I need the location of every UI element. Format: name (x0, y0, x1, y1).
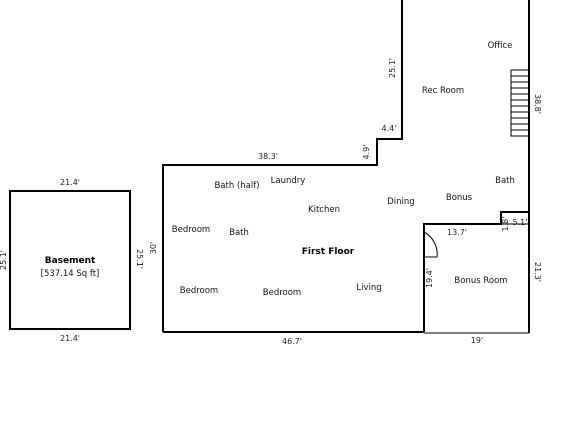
basement-dim-bottom: 21.4' (60, 334, 80, 343)
first-floor-outer-wall-left (162, 0, 403, 332)
first-floor-title: First Floor (302, 247, 355, 257)
basement-dim-right: 25.1' (135, 249, 144, 269)
room-bath-left: Bath (229, 228, 249, 238)
basement-dim-left: 25.1' (0, 250, 8, 270)
bonus-room-wall (423, 211, 529, 332)
dim-left-side: 30' (149, 242, 158, 254)
basement-dim-top: 21.4' (60, 178, 80, 187)
room-bonus-room: Bonus Room (454, 276, 507, 286)
room-bath-half: Bath (half) (214, 181, 259, 191)
dim-bonus-bottom: 19' (471, 336, 483, 345)
room-bedroom-bottom-left: Bedroom (180, 286, 218, 296)
room-laundry: Laundry (271, 176, 306, 186)
dim-step-vertical: 4.9' (362, 145, 371, 160)
dim-bonus-door-v: 19.4' (425, 268, 434, 288)
room-bonus: Bonus (446, 193, 473, 203)
room-dining: Dining (387, 197, 414, 207)
room-living: Living (356, 283, 381, 293)
dim-bath-small-h: 5.1' (513, 218, 528, 227)
dim-step-horizontal: 4.4' (382, 124, 397, 133)
room-office: Office (488, 41, 513, 51)
door-swing-arc (423, 231, 438, 258)
dim-bonus-top: 13.7' (447, 228, 467, 237)
room-rec-room: Rec Room (422, 86, 464, 96)
room-bedroom-left: Bedroom (172, 225, 210, 235)
dim-top-left: 38.3' (258, 152, 278, 161)
stairs-icon (510, 69, 530, 137)
dim-tower-left: 25.1' (388, 58, 397, 78)
dim-bath-small-v: 1.8' (501, 217, 510, 232)
room-bedroom-bottom-mid: Bedroom (263, 288, 301, 298)
room-bath-right: Bath (495, 176, 515, 186)
basement-area: [537.14 Sq ft] (41, 269, 100, 279)
dim-right-upper: 38.8' (533, 94, 542, 114)
room-kitchen: Kitchen (308, 205, 340, 215)
dim-bottom: 46.7' (282, 337, 302, 346)
dim-right-lower: 21.3' (533, 262, 542, 282)
basement-outline (9, 190, 131, 330)
basement-title: Basement (45, 256, 96, 266)
